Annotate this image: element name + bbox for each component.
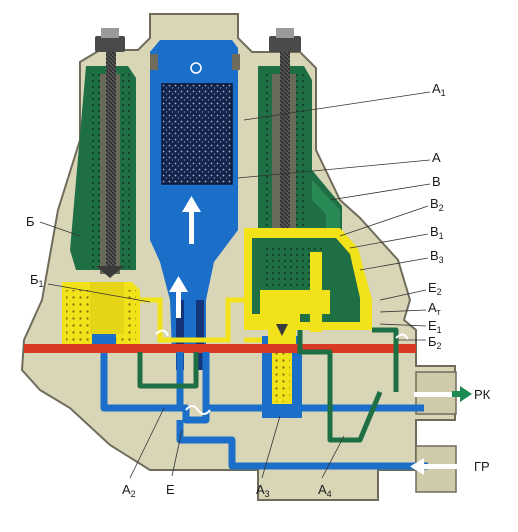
label-a3: A3 bbox=[256, 482, 270, 499]
left-bolt-head bbox=[95, 36, 125, 52]
label-e: E bbox=[166, 482, 175, 497]
label-b-cyr1: Б1 bbox=[30, 272, 44, 289]
right-spool bbox=[244, 228, 372, 332]
supply-channels bbox=[100, 352, 428, 470]
label-at: Aт bbox=[428, 300, 441, 317]
left-chamber bbox=[70, 28, 136, 278]
label-b1: B1 bbox=[430, 224, 444, 241]
label-e1: E1 bbox=[428, 318, 442, 335]
label-a1: A1 bbox=[432, 81, 446, 98]
label-b3: B3 bbox=[430, 248, 444, 265]
gr-inlet-arrow bbox=[410, 458, 462, 475]
check-hook-left bbox=[155, 329, 169, 337]
label-b-cyr: Б bbox=[26, 214, 35, 229]
red-gasket bbox=[24, 344, 416, 353]
rk-port-arrow bbox=[414, 386, 472, 402]
label-a: A bbox=[432, 150, 441, 165]
leader-lines bbox=[39, 91, 431, 479]
filter-element bbox=[161, 83, 233, 185]
check-hook-right bbox=[395, 333, 409, 341]
vent-orifice bbox=[190, 62, 202, 74]
right-bolt-head bbox=[269, 36, 301, 52]
labels: A1 A B B2 B1 B3 E2 Aт E1 Б2 Б Б1 A2 E A3… bbox=[26, 81, 491, 499]
central-filter-channel bbox=[150, 40, 240, 370]
label-rk: РК bbox=[474, 387, 491, 402]
right-bolt-thread bbox=[280, 52, 290, 282]
label-b: B bbox=[432, 174, 441, 189]
lower-check-valve bbox=[262, 324, 302, 418]
left-spool bbox=[62, 282, 140, 348]
left-bolt-thread bbox=[106, 52, 116, 272]
check-hook-center bbox=[185, 405, 211, 415]
yellow-channels bbox=[140, 297, 262, 343]
label-gr: ГР bbox=[474, 459, 490, 474]
label-b2: B2 bbox=[430, 196, 444, 213]
flow-arrow-lower bbox=[169, 276, 188, 318]
flow-arrow-upper bbox=[182, 196, 201, 244]
label-b-cyr2: Б2 bbox=[428, 334, 442, 351]
signal-channels bbox=[137, 327, 399, 443]
label-a4: A4 bbox=[318, 482, 332, 499]
label-a2: A2 bbox=[122, 482, 136, 499]
label-e2: E2 bbox=[428, 280, 442, 297]
